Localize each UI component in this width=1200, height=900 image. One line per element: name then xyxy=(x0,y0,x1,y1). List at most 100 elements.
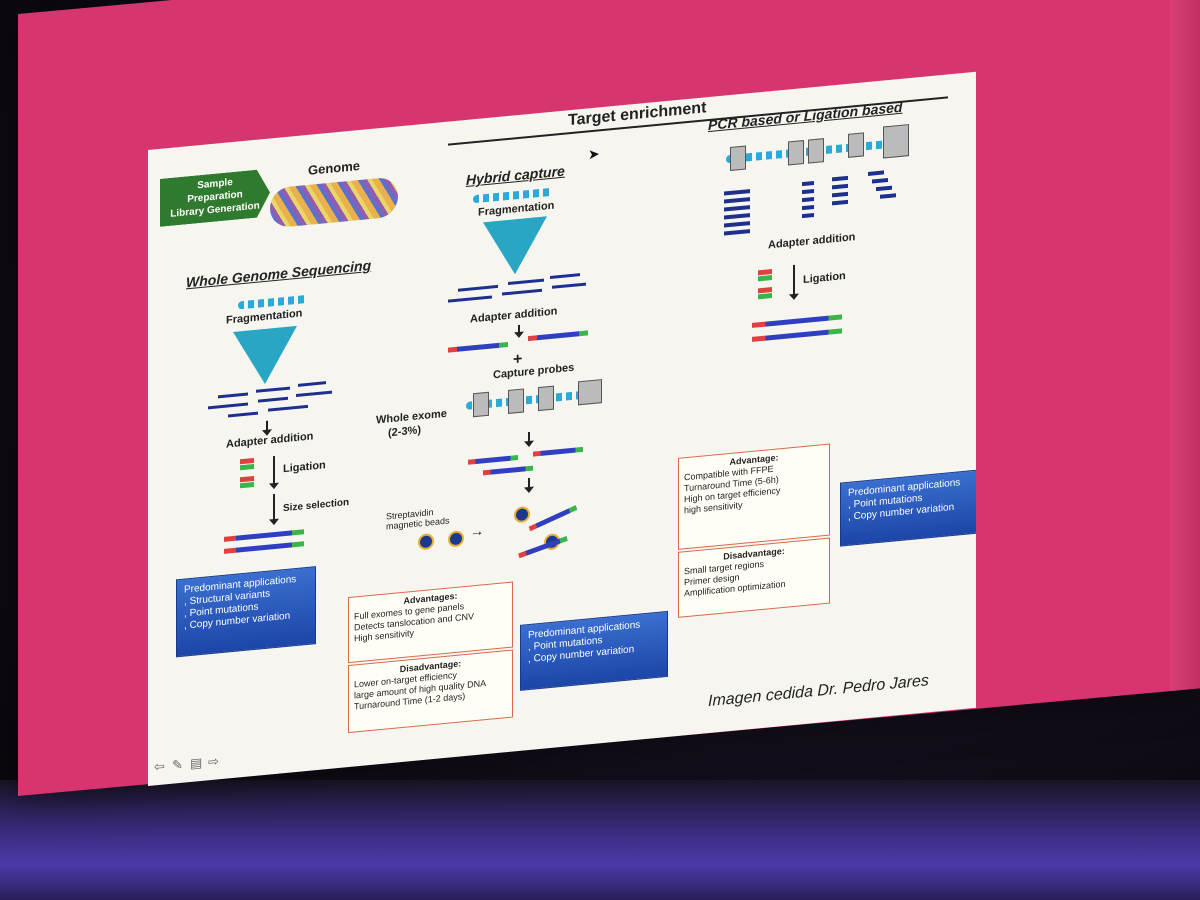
pcr-disadvantages-box: Disadvantage: Small target regions Prime… xyxy=(678,537,830,618)
wgs-size-selection-arrow xyxy=(273,493,275,521)
wgs-ligation-arrow xyxy=(273,455,275,485)
captured-fragment xyxy=(468,455,518,465)
genome-label: Genome xyxy=(308,157,361,178)
hybrid-fragment xyxy=(508,278,544,285)
hybrid-fragment xyxy=(502,288,542,296)
presentation-slide: Target enrichment ➤ Sample Preparation L… xyxy=(148,71,976,786)
adapter-green xyxy=(240,463,254,471)
captured-fragment xyxy=(533,446,583,457)
pcr-region-box xyxy=(848,132,864,158)
captured-fragment xyxy=(483,465,533,476)
streptavidin-label: Streptavidin magnetic beads xyxy=(386,507,450,532)
amplicon-bar xyxy=(868,170,884,176)
adapter-green xyxy=(240,481,254,489)
wgs-fragment xyxy=(268,404,308,412)
hybrid-arrow xyxy=(528,477,530,489)
pcr-ligation-arrow xyxy=(793,264,795,296)
library-strand xyxy=(224,529,304,542)
magnetic-bead xyxy=(514,505,530,524)
bead-fragment xyxy=(528,505,578,532)
amplicon-bar xyxy=(832,191,848,198)
wgs-fragmentation: Fragmentation xyxy=(226,307,303,327)
hybrid-heading: Hybrid capture xyxy=(466,162,565,188)
hybrid-fragmentation-triangle xyxy=(483,216,547,278)
hybrid-fragment xyxy=(552,282,586,289)
magnetic-bead xyxy=(418,532,434,551)
wgs-fragment xyxy=(258,396,288,403)
pcr-region-box xyxy=(808,138,824,164)
hybrid-fragment xyxy=(550,273,580,279)
hybrid-fragment xyxy=(448,295,492,303)
pcr-adapter-addition: Adapter addition xyxy=(768,231,856,252)
hybrid-whole-exome: Whole exome xyxy=(376,407,447,427)
amplicon-bar xyxy=(802,181,814,187)
pcr-advantages-box: Advantage: Compatible with FFPE Turnarou… xyxy=(678,443,830,550)
hybrid-disadvantages-box: Disadvantage: Lower on-target efficiency… xyxy=(348,649,513,734)
wgs-arrow xyxy=(266,420,268,431)
menu-icon[interactable]: ▤ xyxy=(190,754,203,772)
pcr-library xyxy=(752,328,842,342)
hybrid-library xyxy=(528,330,588,342)
amplicon-bar xyxy=(724,213,750,220)
hybrid-fragment xyxy=(458,284,498,292)
pcr-region-box xyxy=(730,145,746,171)
wgs-size-selection: Size selection xyxy=(283,496,350,515)
pcr-ligation: Ligation xyxy=(803,270,846,287)
amplicon-bar xyxy=(802,213,814,219)
stage-floor xyxy=(0,780,1200,900)
amplicon-bar xyxy=(880,193,896,199)
wgs-ligation: Ligation xyxy=(283,459,326,476)
arrow-right-icon[interactable]: ⇨ xyxy=(208,753,219,770)
hybrid-whole-exome-pct: (2-3%) xyxy=(388,424,422,440)
probe-box xyxy=(538,385,554,412)
arrow-right-icon: → xyxy=(470,522,484,540)
adapter-green xyxy=(758,275,772,282)
wgs-fragment xyxy=(298,381,326,387)
adapter-green xyxy=(758,293,772,300)
hybrid-capture-probes: Capture probes xyxy=(493,361,575,382)
wgs-fragment xyxy=(228,411,258,418)
wgs-fragmentation-triangle xyxy=(233,325,297,387)
hybrid-applications-box: Predominant applications , Point mutatio… xyxy=(520,610,668,691)
hybrid-library xyxy=(448,341,508,353)
pcr-region-box xyxy=(883,124,909,159)
probe-box xyxy=(578,379,602,406)
genome-illustration xyxy=(270,176,398,229)
wgs-fragment xyxy=(256,386,290,393)
amplicon-bar xyxy=(802,197,814,203)
amplicon-bar xyxy=(724,221,750,228)
amplicon-bar xyxy=(876,185,892,192)
amplicon-bar xyxy=(802,205,814,211)
hybrid-adapter-addition: Adapter addition xyxy=(470,305,558,326)
probe-box xyxy=(508,388,524,414)
mouse-cursor-icon: ➤ xyxy=(588,145,600,163)
wgs-fragment xyxy=(296,390,332,398)
hybrid-arrow xyxy=(528,431,530,443)
magnetic-bead xyxy=(448,530,464,548)
amplicon-bar xyxy=(832,199,848,206)
image-credit: Imagen cedida Dr. Pedro Jares xyxy=(708,672,929,711)
sample-preparation-box: Sample Preparation Library Generation xyxy=(160,168,270,226)
hybrid-arrow xyxy=(518,324,520,334)
amplicon-bar xyxy=(832,183,848,190)
wgs-heading: Whole Genome Sequencing xyxy=(186,256,372,291)
bead-fragment xyxy=(518,536,568,559)
pen-icon[interactable]: ✎ xyxy=(172,756,183,773)
pcr-library xyxy=(752,314,842,328)
wgs-fragment xyxy=(218,392,248,399)
amplicon-bar xyxy=(802,189,814,195)
amplicon-bar xyxy=(832,175,848,182)
amplicon-bar xyxy=(724,189,750,196)
arrow-left-icon[interactable]: ⇦ xyxy=(154,758,165,775)
pcr-heading: PCR based or Ligation based xyxy=(708,98,903,134)
probe-box xyxy=(473,391,489,418)
amplicon-bar xyxy=(724,229,750,236)
library-strand xyxy=(224,541,304,554)
amplicon-bar xyxy=(724,205,750,212)
amplicon-bar xyxy=(872,178,888,184)
wgs-applications-box: Predominant applications , Structural va… xyxy=(176,566,316,658)
pcr-region-box xyxy=(788,139,804,166)
wgs-fragment xyxy=(208,402,248,410)
amplicon-bar xyxy=(724,197,750,204)
pcr-applications-box: Predominant applications , Point mutatio… xyxy=(840,468,976,547)
